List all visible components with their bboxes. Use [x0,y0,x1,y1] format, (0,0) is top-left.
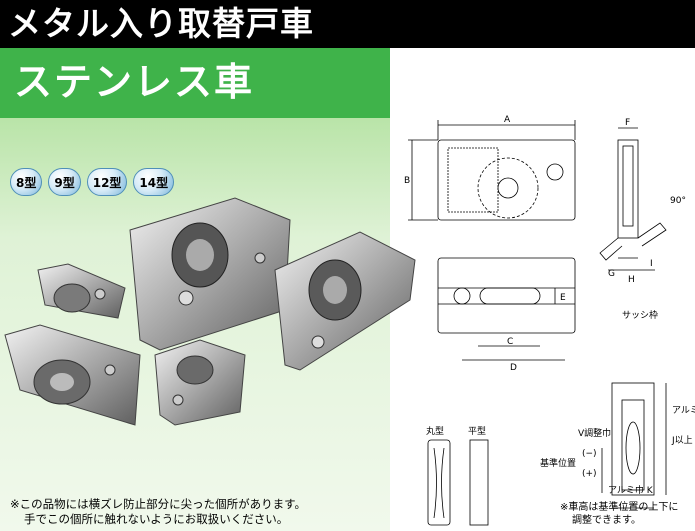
dim-h: H [628,275,635,285]
label-aluminum-height: アルミ高さ [672,404,695,416]
side-view-body [617,139,639,239]
roller-small-top [37,263,126,319]
roller-large-center [129,197,291,351]
technical-drawing: A B C D E F G H I 90° サッシ枠 J以上 アルミ高さ V調整… [404,115,695,526]
page-title: メタル入り取替戸車 [8,4,314,43]
flat-type-shape [469,439,489,526]
type-badge-14: 14型 [133,168,175,196]
dim-angle: 90° [670,196,686,206]
label-sash-frame: サッシ枠 [622,309,658,321]
type-badge-8: 8型 [10,168,43,196]
height-note: ※車高は基準位置の上下に 調整できます。 [560,502,679,526]
type-badge-12: 12型 [86,168,128,196]
label-adjust-width: V調整巾 [578,427,611,439]
product-photo [4,197,416,426]
label-k: アルミ巾 K [608,484,654,496]
dim-g: G [608,269,615,279]
label-plus: (+) [582,469,597,479]
product-subtitle: ステンレス車 [14,60,255,104]
label-base-position: 基準位置 [540,457,576,469]
type-badges: 8型 9型 12型 14型 [10,168,175,196]
top-view-body [437,139,576,221]
roller-small-center [154,339,246,426]
dim-c: C [507,337,513,347]
caution-note: ※この品物には横ズレ防止部分に尖った個所があります。 手でこの個所に触れないよう… [10,497,306,526]
dim-i: I [650,259,653,269]
dim-a: A [504,115,511,125]
label-flat-type: 平型 [468,426,486,437]
dim-e: E [560,293,566,303]
label-round-type: 丸型 [426,425,444,437]
type-badge-9: 9型 [48,168,81,196]
dim-b: B [404,176,410,186]
sash-section [611,382,655,496]
label-minus: (−) [582,449,597,459]
dim-f: F [625,118,630,128]
label-j: J以上 [671,435,693,446]
roller-large-left [4,324,141,426]
header-banner: メタル入り取替戸車 [0,0,695,48]
dim-d: D [510,363,517,373]
bottom-view-body [437,257,576,334]
round-type-shape [427,439,451,526]
roller-large-right [274,231,416,371]
